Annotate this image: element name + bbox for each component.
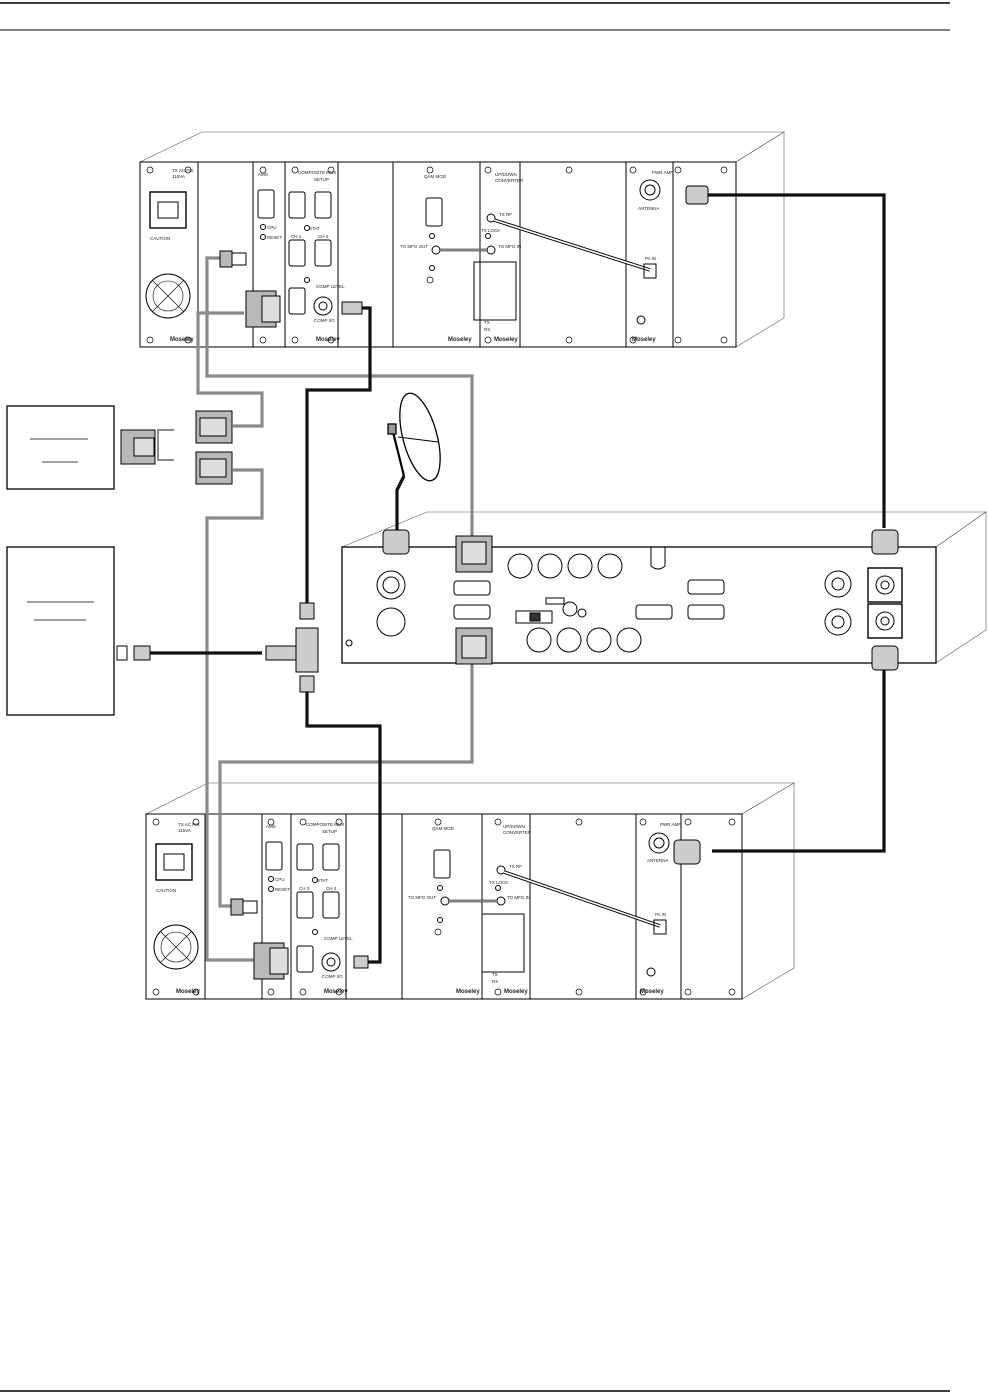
top-port-tx: TX <box>484 320 490 325</box>
bottom-module-value-5: CONVERTER <box>503 830 532 835</box>
top-port-comp-level: COMP LEVEL <box>316 284 345 289</box>
bottom-unit-labels: TX AC P/S 115VA AMS COMPOSITE MUX SETUP … <box>156 822 681 995</box>
bottom-brand-1: Moseley <box>176 989 200 995</box>
bottom-brand-3: Moseley <box>456 989 480 995</box>
top-brand-3: Moseley <box>448 337 472 343</box>
top-port-ch1: CH 1 <box>291 234 302 239</box>
bottom-port-tx-lock: TX LOCK <box>489 880 508 885</box>
top-port-stat: STAT <box>309 226 320 231</box>
external-device-lower <box>6 546 115 716</box>
bottom-port-to-mfg-out: TO MFG OUT <box>408 895 436 900</box>
bottom-module-label-1: TX AC P/S <box>178 822 200 827</box>
top-module-value-1: 115VA <box>172 174 185 179</box>
bottom-port-stat: STAT <box>317 878 328 883</box>
top-port-rx: RX <box>484 327 490 332</box>
top-module-value-5: CONVERTER <box>495 178 524 183</box>
top-port-tx-lock: TX LOCK <box>481 228 500 233</box>
top-module-label-4: QAM MOD <box>424 174 447 179</box>
top-port-tx-rf: TX RF <box>499 212 512 217</box>
top-port-reset: RESET <box>267 235 282 240</box>
top-unit-labels: TX AC P/S 115VA AMS COMPOSITE MUX SETUP … <box>150 168 673 343</box>
bottom-port-tx: TX <box>492 972 498 977</box>
top-port-comp-io: COMP I/O <box>314 318 335 323</box>
bottom-brand-4: Moseley <box>504 989 528 995</box>
bottom-caution-text: CAUTION <box>156 888 176 893</box>
bottom-port-ch4: CH 4 <box>326 886 337 891</box>
top-module-label-2: AMS <box>258 172 268 177</box>
top-brand-1: Moseley <box>170 337 194 343</box>
bottom-port-comp-io: COMP I/O <box>322 974 343 979</box>
bottom-port-to-mfg-in: TO MFG IN <box>507 895 530 900</box>
bottom-port-antenna: ANTENNA <box>647 858 669 863</box>
bnc-tee-icon <box>116 301 369 969</box>
top-module-label-6: PWR AMP <box>652 170 673 175</box>
bottom-module-value-3: SETUP <box>322 829 337 834</box>
bottom-module-label-5: UP/DOWN <box>503 824 525 829</box>
top-port-pa-in: PA IN <box>645 256 656 261</box>
bottom-module-label-4: QAM MOD <box>432 826 455 831</box>
top-module-label-1: TX AC P/S <box>172 168 194 173</box>
gray-cables <box>157 256 474 962</box>
bottom-brand-2: Moseley <box>324 989 348 995</box>
black-cables <box>150 193 886 964</box>
n-connector-icon <box>382 185 899 865</box>
bottom-module-label-2: AMS <box>266 824 276 829</box>
top-module-label-5: UP/DOWN <box>495 172 517 177</box>
dish-antenna-icon <box>387 392 441 482</box>
bottom-rack-unit <box>145 782 796 1000</box>
top-module-label-3: COMPOSITE MUX <box>298 170 336 175</box>
top-brand-2: Moseley <box>316 337 340 343</box>
top-brand-5: Moseley <box>632 337 656 343</box>
receiver-unit <box>341 511 987 664</box>
top-port-to-mfg-out: TO MFG OUT <box>400 244 428 249</box>
bottom-port-reset: RESET <box>275 887 290 892</box>
top-module-value-3: SETUP <box>314 177 329 182</box>
bottom-brand-5: Moseley <box>640 989 664 995</box>
bottom-port-comp-level: COMP LEVEL <box>324 936 353 941</box>
top-caution-text: CAUTION <box>150 236 170 241</box>
bottom-port-rx: RX <box>492 979 498 984</box>
top-port-to-mfg-in: TO MFG IN <box>498 244 521 249</box>
bottom-module-value-1: 115VA <box>178 828 191 833</box>
page-rules <box>0 2 950 1392</box>
top-port-antenna: ANTENNA <box>638 206 660 211</box>
external-device-upper <box>6 405 115 490</box>
bottom-port-cpu: CPU <box>275 877 285 882</box>
bottom-module-label-6: PWR AMP <box>660 822 681 827</box>
bottom-port-ch3: CH 3 <box>299 886 310 891</box>
top-port-ch2: CH 2 <box>318 234 329 239</box>
bottom-module-label-3: COMPOSITE MUX <box>306 822 344 827</box>
top-rack-unit <box>139 131 786 348</box>
external-devices <box>6 405 115 716</box>
db9-connector-icon <box>120 250 493 980</box>
bottom-port-pa-in: PA IN <box>655 912 666 917</box>
bottom-port-tx-rf: TX RF <box>509 864 522 869</box>
top-port-cpu: CPU <box>267 225 277 230</box>
top-brand-4: Moseley <box>494 337 518 343</box>
